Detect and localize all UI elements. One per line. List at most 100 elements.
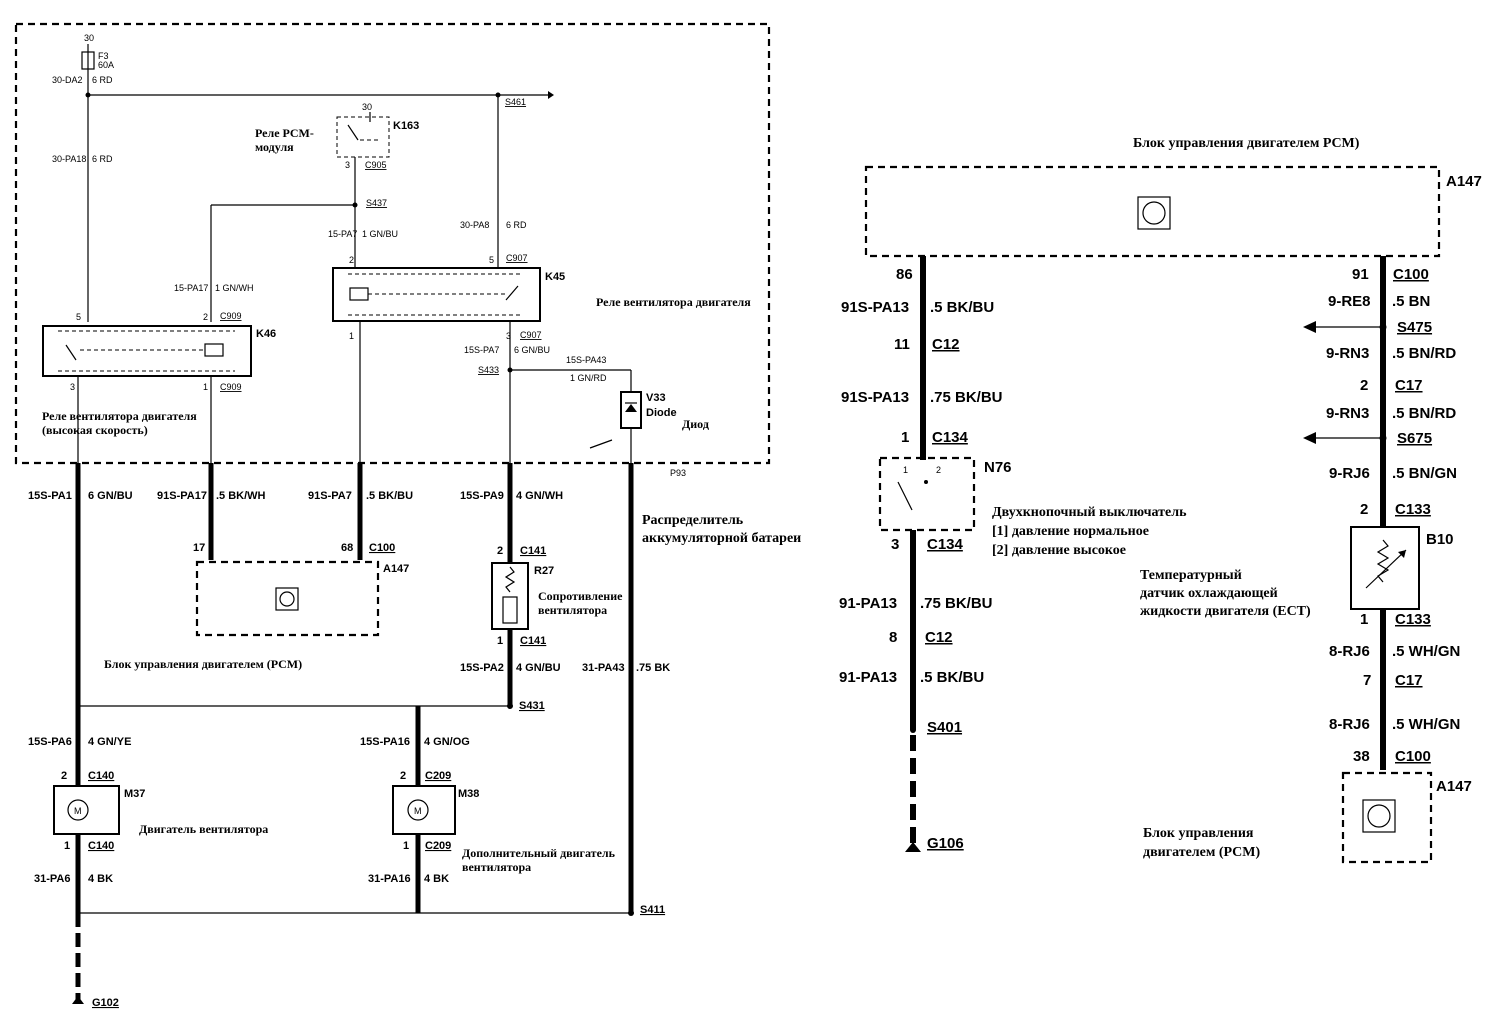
svg-text:C133: C133: [1395, 501, 1431, 518]
svg-text:1: 1: [64, 840, 70, 852]
svg-text:91S-PA13: 91S-PA13: [841, 299, 909, 316]
svg-text:5: 5: [489, 255, 494, 265]
svg-text:15S-PA9: 15S-PA9: [460, 490, 504, 502]
svg-text:Двухкнопочный выключатель: Двухкнопочный выключатель: [992, 505, 1187, 520]
svg-text:вентилятора: вентилятора: [538, 603, 607, 617]
svg-text:C134: C134: [932, 429, 969, 446]
motor-m38: [392, 785, 456, 835]
svg-text:P93: P93: [670, 468, 686, 478]
switch-n76: [878, 456, 976, 532]
svg-text:.5 BN/GN: .5 BN/GN: [1392, 465, 1457, 482]
svg-text:Диод: Диод: [682, 417, 709, 431]
motor-m37: [53, 785, 120, 835]
svg-text:15S-PA43: 15S-PA43: [566, 355, 606, 365]
svg-text:S675: S675: [1397, 430, 1432, 447]
svg-text:91S-PA17: 91S-PA17: [157, 490, 207, 502]
svg-text:30: 30: [84, 33, 94, 43]
svg-text:Распределитель: Распределитель: [642, 513, 744, 528]
svg-text:C141: C141: [520, 545, 546, 557]
svg-text:3: 3: [891, 536, 899, 553]
svg-text:31-PA43: 31-PA43: [582, 662, 625, 674]
svg-text:вентилятора: вентилятора: [462, 860, 531, 874]
svg-text:1: 1: [1360, 611, 1368, 628]
svg-text:91S-PA7: 91S-PA7: [308, 490, 352, 502]
svg-text:6 GN/BU: 6 GN/BU: [514, 345, 550, 355]
svg-text:60A: 60A: [98, 60, 114, 70]
pcm-a147-bottom: [1341, 771, 1433, 864]
svg-text:4 GN/BU: 4 GN/BU: [516, 662, 561, 674]
svg-text:.5 BK/BU: .5 BK/BU: [920, 669, 984, 686]
svg-text:C907: C907: [520, 330, 542, 340]
svg-text:2: 2: [349, 255, 354, 265]
svg-text:C100: C100: [1395, 748, 1431, 765]
svg-text:.5 BN/RD: .5 BN/RD: [1392, 345, 1456, 362]
svg-text:C100: C100: [1393, 266, 1429, 283]
svg-text:C100: C100: [369, 542, 395, 554]
svg-text:C140: C140: [88, 840, 114, 852]
pcm-a147-left: [195, 560, 380, 637]
svg-text:15S-PA2: 15S-PA2: [460, 662, 504, 674]
svg-text:R27: R27: [534, 565, 554, 577]
svg-text:8: 8: [889, 629, 897, 646]
svg-text:Реле вентилятора двигателя: Реле вентилятора двигателя: [596, 295, 751, 309]
svg-text:C909: C909: [220, 382, 242, 392]
svg-text:1: 1: [349, 331, 354, 341]
svg-text:1: 1: [903, 465, 908, 475]
svg-text:[2] давление высокое: [2] давление высокое: [992, 543, 1126, 558]
svg-text:V33: V33: [646, 392, 666, 404]
svg-text:6 RD: 6 RD: [506, 220, 527, 230]
svg-text:.5 BK/BU: .5 BK/BU: [930, 299, 994, 316]
pcm-a147-top: [864, 165, 1441, 258]
svg-text:11: 11: [894, 336, 910, 353]
svg-text:A147: A147: [1446, 173, 1482, 190]
svg-text:.5 WH/GN: .5 WH/GN: [1392, 643, 1460, 660]
svg-text:1: 1: [403, 840, 409, 852]
svg-text:C209: C209: [425, 840, 451, 852]
svg-text:M37: M37: [124, 788, 145, 800]
svg-text:68: 68: [341, 542, 353, 554]
svg-text:9-RE8: 9-RE8: [1328, 293, 1371, 310]
svg-text:[1] давление нормальное: [1] давление нормальное: [992, 524, 1149, 539]
svg-text:Блок управления двигателем PCM: Блок управления двигателем PCM): [1133, 136, 1360, 151]
svg-text:G106: G106: [927, 835, 964, 852]
svg-text:G102: G102: [92, 997, 119, 1009]
svg-text:C907: C907: [506, 253, 528, 263]
svg-text:1: 1: [497, 635, 503, 647]
svg-text:31-PA16: 31-PA16: [368, 873, 411, 885]
svg-text:15S-PA7: 15S-PA7: [464, 345, 499, 355]
svg-text:Двигатель вентилятора: Двигатель вентилятора: [139, 822, 268, 836]
svg-text:C141: C141: [520, 635, 546, 647]
svg-text:A147: A147: [1436, 778, 1472, 795]
svg-text:M: M: [74, 806, 82, 816]
svg-text:5: 5: [76, 312, 81, 322]
svg-text:9-RJ6: 9-RJ6: [1329, 465, 1370, 482]
svg-text:4 BK: 4 BK: [424, 873, 449, 885]
svg-text:2: 2: [203, 312, 208, 322]
svg-text:.5 BK/BU: .5 BK/BU: [366, 490, 413, 502]
svg-text:2: 2: [61, 770, 67, 782]
svg-text:.5 BK/WH: .5 BK/WH: [216, 490, 266, 502]
svg-text:86: 86: [896, 266, 913, 283]
svg-text:2: 2: [1360, 377, 1368, 394]
svg-text:S401: S401: [927, 719, 962, 736]
battery-distribution-box-outline: [14, 22, 771, 465]
svg-text:15-PA7: 15-PA7: [328, 229, 357, 239]
relay-k45: [332, 267, 541, 322]
svg-text:.75 BK/BU: .75 BK/BU: [930, 389, 1003, 406]
svg-text:7: 7: [1363, 672, 1371, 689]
svg-text:15S-PA16: 15S-PA16: [360, 736, 410, 748]
svg-text:K46: K46: [256, 328, 276, 340]
svg-text:S431: S431: [519, 700, 545, 712]
svg-text:S461: S461: [505, 97, 526, 107]
svg-text:Дополнительный двигатель: Дополнительный двигатель: [462, 846, 616, 860]
svg-text:1 GN/RD: 1 GN/RD: [570, 373, 607, 383]
svg-text:9-RN3: 9-RN3: [1326, 345, 1369, 362]
svg-text:1 GN/BU: 1 GN/BU: [362, 229, 398, 239]
svg-text:8-RJ6: 8-RJ6: [1329, 716, 1370, 733]
svg-text:S411: S411: [640, 904, 665, 916]
svg-text:S437: S437: [366, 198, 387, 208]
svg-text:1: 1: [203, 382, 208, 392]
svg-text:Diode: Diode: [646, 407, 677, 419]
svg-text:K45: K45: [545, 271, 565, 283]
